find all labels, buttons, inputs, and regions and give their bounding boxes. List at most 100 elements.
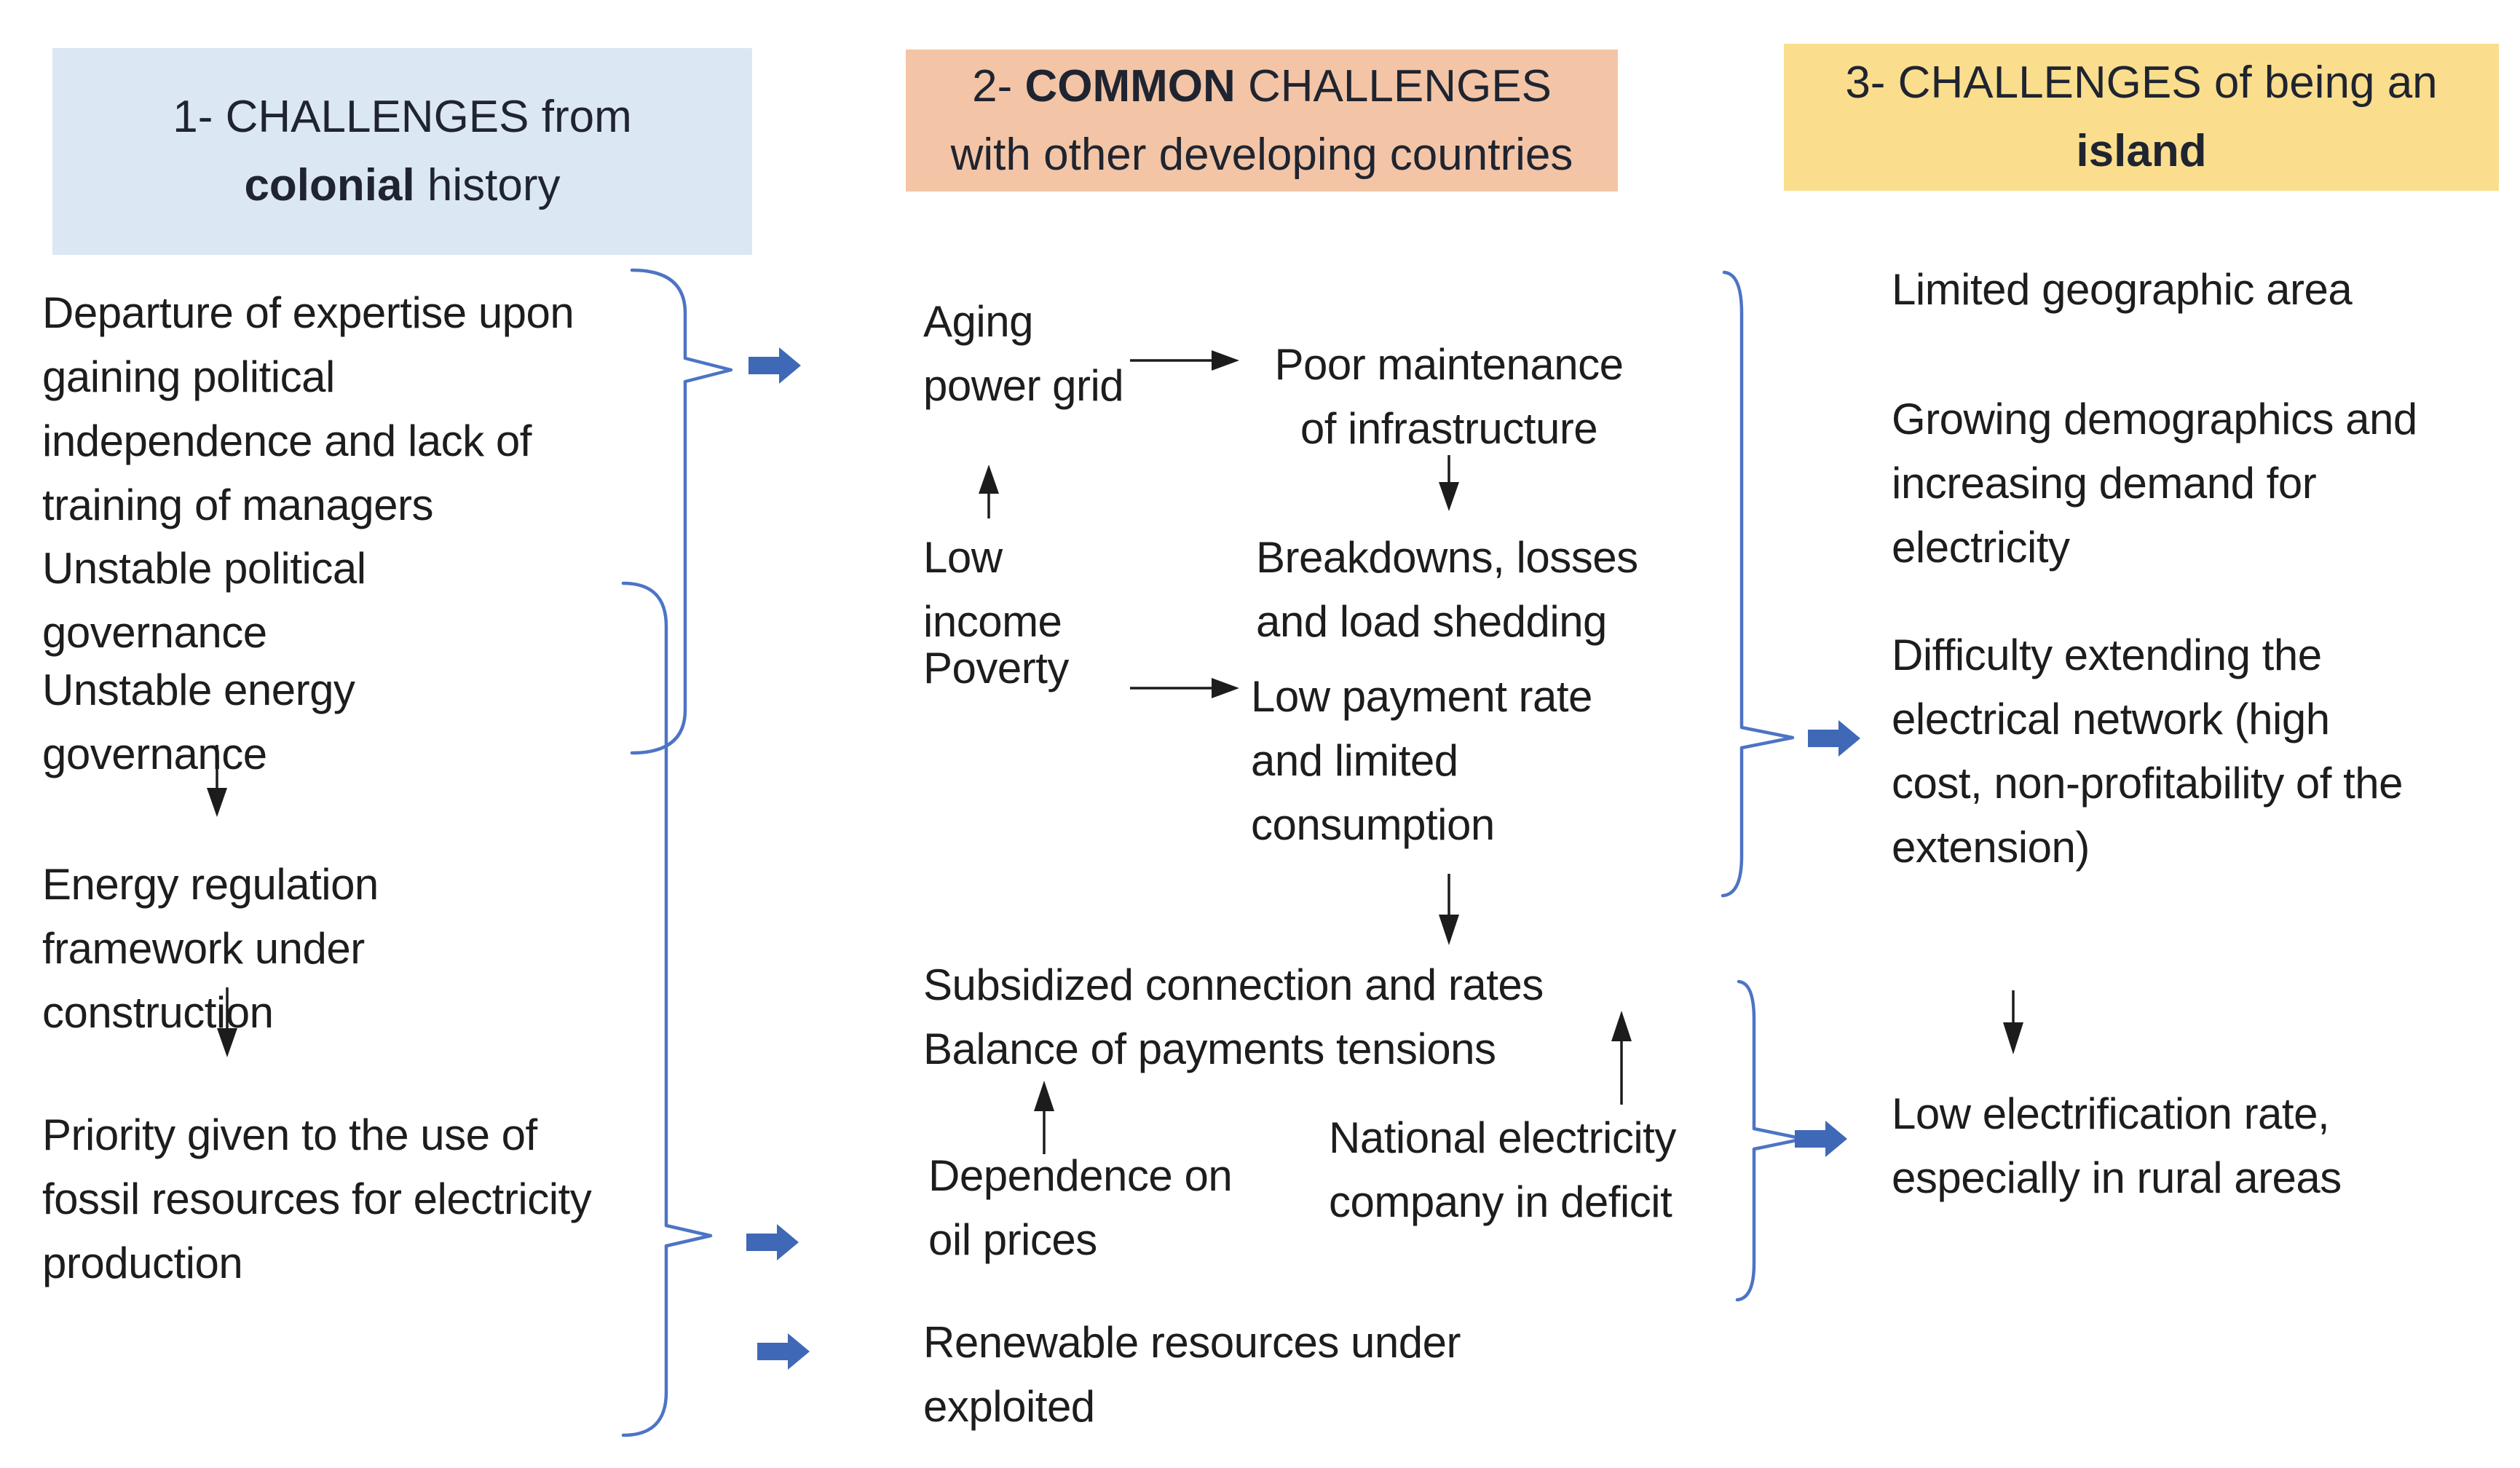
text-block-aging-power-grid: Aging power grid (923, 290, 1124, 418)
header-text: with other developing countries (950, 129, 1573, 180)
text-line: oil prices (928, 1215, 1097, 1264)
header-line: colonial history (52, 151, 752, 220)
text-line: Poverty (923, 644, 1069, 692)
header-line: 3- CHALLENGES of being an (1784, 49, 2499, 117)
blue-block-arrow-icon-to-renewable-exploited (757, 1333, 810, 1370)
header-text: history (414, 160, 561, 210)
text-block-poverty: Poverty (923, 636, 1069, 701)
text-line: and limited (1251, 736, 1458, 785)
text-block-subsidized-balance: Subsidized connection and rates Balance … (923, 953, 1544, 1081)
text-line: governance (42, 608, 267, 657)
text-block-departure-of-expertise: Departure of expertise upon gaining poli… (42, 281, 574, 537)
text-block-low-electrification: Low electrification rate, especially in … (1892, 1082, 2342, 1210)
header-line: 2- COMMON CHALLENGES (906, 52, 1618, 121)
curly-brace-icon-col1-bottom (621, 581, 713, 1437)
text-block-growing-demographics: Growing demographics and increasing dema… (1892, 387, 2417, 580)
down-arrow-icon-energy-regulation (217, 987, 237, 1057)
up-arrow-icon-company-to-subsidized (1611, 1011, 1632, 1105)
text-line: governance (42, 730, 267, 778)
header-challenges-colonial-history: 1- CHALLENGES from colonial history (52, 48, 752, 255)
text-line: gaining political (42, 352, 335, 401)
text-line: Aging (923, 297, 1033, 346)
text-line: and load shedding (1256, 597, 1607, 646)
down-arrow-icon-maintenance-to-breakdowns (1439, 455, 1459, 511)
text-line: Balance of payments tensions (923, 1025, 1496, 1073)
right-arrow-icon-poverty-to-payment (1130, 678, 1239, 698)
text-line: of infrastructure (1300, 404, 1598, 453)
text-line: especially in rural areas (1892, 1153, 2342, 1202)
text-line: fossil resources for electricity (42, 1175, 592, 1223)
text-block-fossil-priority: Priority given to the use of fossil reso… (42, 1103, 592, 1295)
text-line: cost, non-profitability of the (1892, 759, 2404, 808)
down-arrow-icon-unstable-energy (207, 745, 227, 817)
text-block-energy-regulation: Energy regulation framework under constr… (42, 853, 379, 1045)
text-line: income (923, 597, 1062, 646)
up-arrow-icon-income-to-aging (979, 465, 999, 518)
text-block-unstable-political: Unstable political governance (42, 537, 366, 665)
text-block-renewable-underexploited: Renewable resources under exploited (923, 1311, 1461, 1439)
text-block-breakdowns: Breakdowns, losses and load shedding (1256, 526, 1638, 654)
right-arrow-icon-aging-to-maintenance (1130, 350, 1239, 371)
text-block-poor-maintenance: Poor maintenance of infrastructure (1238, 333, 1660, 461)
header-common-challenges: 2- COMMON CHALLENGES with other developi… (906, 50, 1618, 192)
text-line: framework under (42, 924, 365, 973)
header-text-bold: COMMON (1024, 60, 1236, 111)
text-line: exploited (923, 1382, 1095, 1431)
text-line: training of managers (42, 481, 433, 529)
text-line: Difficulty extending the (1892, 631, 2322, 679)
text-line: Departure of expertise upon (42, 288, 574, 337)
down-arrow-icon-consumption-to-subsidized (1439, 874, 1459, 945)
text-line: Subsidized connection and rates (923, 960, 1544, 1009)
down-arrow-icon-difficulty-to-electrification (2003, 990, 2023, 1054)
text-block-national-company: National electricity company in deficit (1329, 1106, 1676, 1234)
text-line: electrical network (high (1892, 695, 2330, 743)
text-line: Limited geographic area (1892, 265, 2353, 314)
text-block-low-income: Low income (923, 526, 1062, 654)
text-line: Low (923, 533, 1003, 582)
text-line: consumption (1251, 800, 1495, 849)
header-text: 3- CHALLENGES of being an (1845, 58, 2438, 108)
blue-block-arrow-icon-common-to-island (1808, 720, 1860, 757)
header-line: with other developing countries (906, 121, 1618, 189)
text-line: Dependence on (928, 1151, 1233, 1200)
text-line: Breakdowns, losses (1256, 533, 1638, 582)
header-text: 1- CHALLENGES from (173, 92, 632, 142)
text-block-low-payment: Low payment rate and limited consumption (1251, 665, 1592, 857)
text-line: Low electrification rate, (1892, 1089, 2330, 1138)
header-text-bold: island (2076, 126, 2207, 176)
text-line: extension) (1892, 823, 2090, 872)
curly-brace-icon-col2-top (1721, 270, 1795, 898)
text-block-dependence-oil: Dependence on oil prices (928, 1144, 1233, 1272)
text-line: electricity (1892, 523, 2070, 572)
text-line: Priority given to the use of (42, 1110, 537, 1159)
text-line: Renewable resources under (923, 1318, 1461, 1367)
text-line: independence and lack of (42, 417, 532, 465)
up-arrow-icon-oil-to-balance (1034, 1081, 1054, 1154)
curly-brace-icon-col1-top (630, 268, 733, 755)
blue-block-arrow-icon-deficit-to-electrification (1795, 1121, 1847, 1157)
text-line: increasing demand for (1892, 459, 2317, 508)
text-block-limited-area: Limited geographic area (1892, 258, 2353, 322)
text-line: production (42, 1239, 243, 1287)
text-line: National electricity (1329, 1113, 1676, 1162)
text-block-difficulty-extending: Difficulty extending the electrical netw… (1892, 623, 2404, 880)
text-line: Low payment rate (1251, 672, 1592, 721)
text-block-unstable-energy: Unstable energy governance (42, 658, 355, 786)
text-line: company in deficit (1329, 1177, 1672, 1226)
blue-block-arrow-icon-fossil-to-renewables (746, 1224, 799, 1260)
text-line: Energy regulation (42, 860, 379, 909)
text-line: Growing demographics and (1892, 395, 2417, 443)
blue-block-arrow-icon-colonial-to-common (749, 347, 801, 384)
text-line: Poor maintenance (1274, 340, 1624, 389)
text-line: Unstable energy (42, 666, 355, 714)
text-line: Unstable political (42, 544, 366, 593)
curly-brace-icon-col2-bottom (1735, 979, 1806, 1302)
header-text-bold: colonial (244, 160, 415, 210)
header-text: 2- (972, 60, 1025, 111)
header-line: 1- CHALLENGES from (52, 83, 752, 151)
text-line: power grid (923, 361, 1124, 410)
header-line: island (1784, 117, 2499, 186)
header-challenges-island: 3- CHALLENGES of being an island (1784, 44, 2499, 191)
